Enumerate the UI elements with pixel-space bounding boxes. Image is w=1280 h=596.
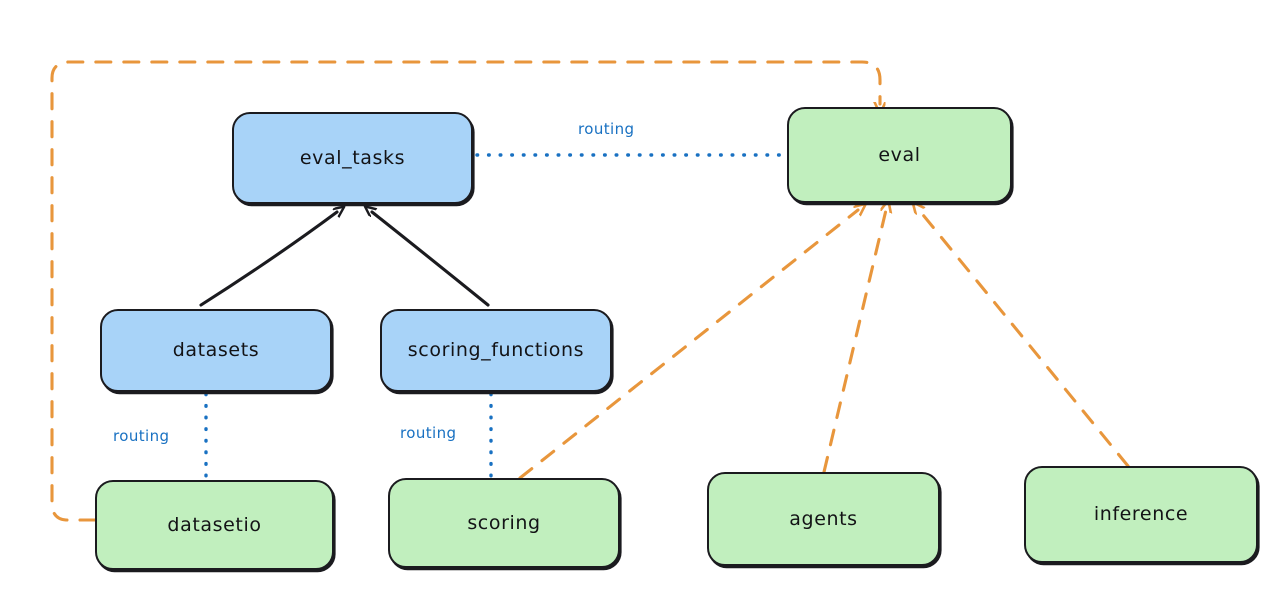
edge-label-datasets-datasetio: routing: [113, 427, 170, 445]
node-label-agents: agents: [789, 507, 858, 530]
node-agents[interactable]: agents: [707, 472, 940, 566]
edge-label-scoringfn-scoring: routing: [400, 424, 457, 442]
node-label-eval: eval: [878, 143, 921, 166]
node-datasets[interactable]: datasets: [100, 309, 332, 392]
edge-label-eval_tasks-eval: routing: [578, 120, 635, 138]
edge-datasets-eval_tasks: [199, 212, 337, 307]
node-eval[interactable]: eval: [787, 107, 1012, 203]
node-scoring[interactable]: scoring: [388, 478, 620, 568]
edge-inference-eval: [919, 210, 1130, 468]
node-datasetio[interactable]: datasetio: [95, 480, 334, 570]
node-eval_tasks[interactable]: eval_tasks: [232, 112, 473, 204]
node-label-scoring_functions: scoring_functions: [407, 339, 585, 361]
node-label-inference: inference: [1093, 503, 1189, 525]
node-scoring_functions[interactable]: scoring_functions: [380, 309, 612, 392]
edge-scoringfn-eval_tasks: [372, 212, 490, 307]
node-label-datasetio: datasetio: [167, 513, 262, 536]
node-label-eval_tasks: eval_tasks: [299, 146, 406, 169]
node-inference[interactable]: inference: [1024, 466, 1258, 563]
edge-agents-eval: [822, 210, 886, 474]
node-label-datasets: datasets: [172, 339, 260, 361]
node-label-scoring: scoring: [467, 511, 541, 534]
